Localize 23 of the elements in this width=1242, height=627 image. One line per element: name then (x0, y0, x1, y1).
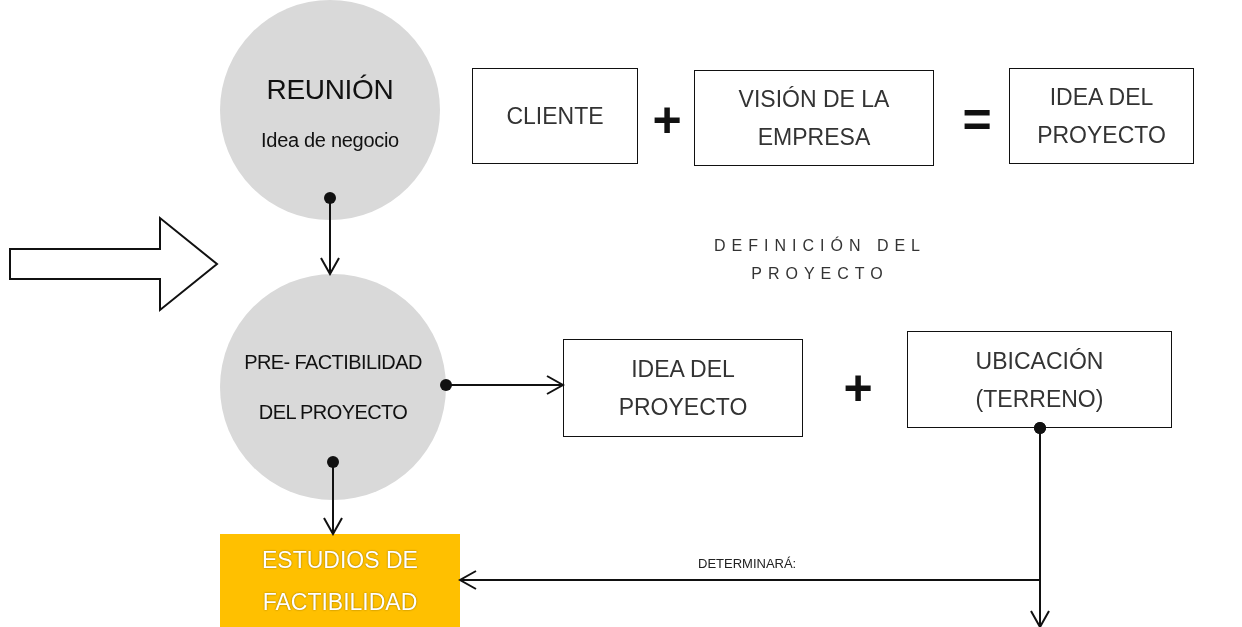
process-box (1009, 68, 1194, 164)
connector-arrow (323, 456, 343, 535)
process-box (563, 339, 803, 437)
operator-sign: = (961, 92, 993, 148)
box-text: IDEA DEL PROYECTO (617, 355, 749, 422)
box-text: IDEA DEL PROYECTO (1036, 83, 1167, 150)
circle-text: REUNIÓN (266, 73, 394, 107)
circle-text: Idea de negocio (261, 128, 399, 153)
process-box (694, 70, 934, 166)
highlight-box (220, 534, 460, 627)
connector-arrow (440, 375, 564, 395)
connector-arrow (1030, 422, 1050, 627)
box-text: CLIENTE (506, 102, 604, 131)
connector-arrow (320, 192, 340, 275)
operator-sign: + (651, 92, 683, 148)
box-text: ESTUDIOS DE FACTIBILIDAD (261, 545, 419, 617)
circle-text: PRE- FACTIBILIDAD DEL PROYECTO (243, 350, 423, 425)
box-text: VISIÓN DE LA EMPRESA (737, 85, 891, 152)
process-box (472, 68, 638, 164)
process-box (907, 331, 1172, 428)
section-label: DEFINICIÓN DEL PROYECTO (713, 235, 927, 284)
operator-sign: + (842, 360, 874, 416)
box-text: UBICACIÓN (TERRENO) (974, 346, 1105, 414)
